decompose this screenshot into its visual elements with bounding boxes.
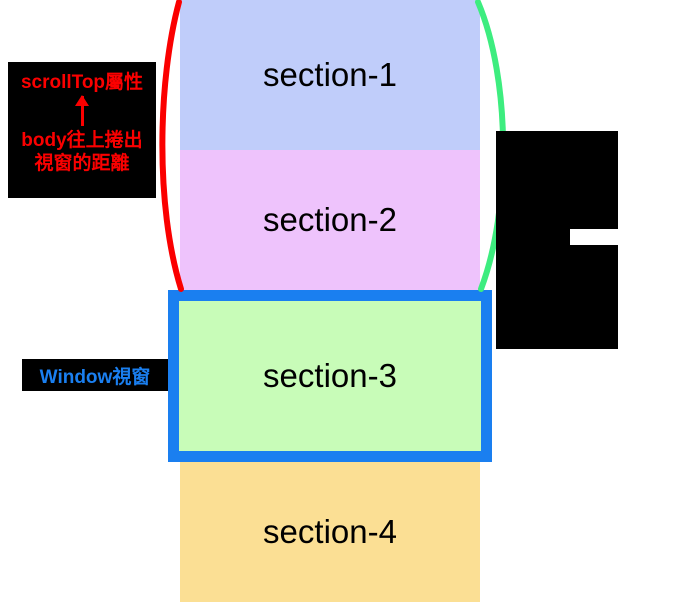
viewport-frame-section-3: section-3 — [168, 290, 492, 462]
section-block-1: section-1 — [180, 0, 480, 150]
section-block-4: section-4 — [180, 462, 480, 602]
window-viewport-callout-label: Window視窗 — [39, 366, 151, 388]
window-viewport-callout: Window視窗 — [22, 359, 168, 391]
section-label-2: section-2 — [263, 201, 397, 238]
scrolltop-callout: scrollTop屬性 body往上捲出 視窗的距離 — [8, 62, 156, 198]
section-label-1: section-1 — [263, 56, 397, 93]
scrolltop-callout-desc-line-2: 視窗的距離 — [34, 152, 130, 174]
right-callout-redaction-bar — [570, 229, 660, 245]
scrolltop-callout-desc-line-1: body往上捲出 — [21, 130, 143, 152]
arrow-up-icon — [74, 95, 89, 127]
left-brace-arc-icon — [159, 0, 184, 292]
section-label-4: section-4 — [263, 513, 397, 550]
scrolltop-callout-title: scrollTop屬性 — [20, 72, 144, 93]
section-block-2: section-2 — [180, 150, 480, 290]
section-label-3: section-3 — [263, 357, 397, 394]
